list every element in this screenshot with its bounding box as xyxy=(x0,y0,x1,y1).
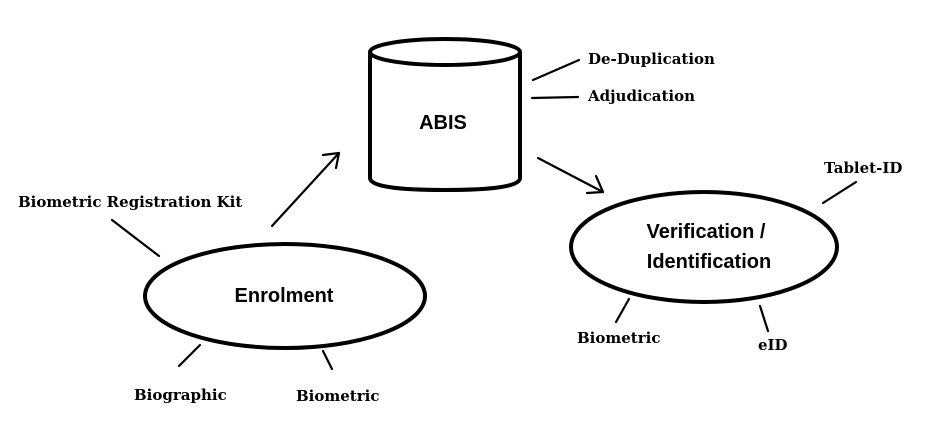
label-biometric-registration-kit: Biometric Registration Kit xyxy=(18,193,242,211)
label-biographic: Biographic xyxy=(134,386,227,404)
label-adjudication: Adjudication xyxy=(587,87,695,105)
connector-biometric-registration-kit xyxy=(110,218,161,258)
connector-biometric-verification xyxy=(614,297,631,324)
connector-de-duplication xyxy=(531,58,581,82)
arrow-abis-to-verification xyxy=(536,156,605,195)
enrolment-ellipse xyxy=(143,242,427,350)
abis-cylinder-body xyxy=(368,52,522,193)
arrow-enrolment-to-abis xyxy=(270,151,341,228)
abis-label: ABIS xyxy=(419,112,467,134)
label-biometric-enrolment: Biometric xyxy=(296,387,379,405)
connector-tablet-id xyxy=(821,180,858,205)
verification-label-line1: Verification / xyxy=(647,221,766,243)
enrolment-label: Enrolment xyxy=(235,285,334,307)
connector-biographic xyxy=(177,343,202,368)
label-tablet-id: Tablet-ID xyxy=(824,159,902,177)
label-biometric-verification: Biometric xyxy=(577,329,660,347)
label-de-duplication: De-Duplication xyxy=(588,50,715,68)
abis-cylinder-top xyxy=(368,37,522,67)
connector-biometric-enrolment xyxy=(321,349,334,371)
verification-ellipse xyxy=(569,190,839,304)
label-eid: eID xyxy=(758,336,788,354)
abis-database-node: ABIS xyxy=(368,37,522,193)
enrolment-node: Enrolment xyxy=(143,242,427,350)
verification-identification-node: Verification / Identification xyxy=(569,190,839,304)
connector-adjudication xyxy=(530,95,580,100)
verification-label-line2: Identification xyxy=(647,251,771,273)
connector-eid xyxy=(758,304,770,333)
